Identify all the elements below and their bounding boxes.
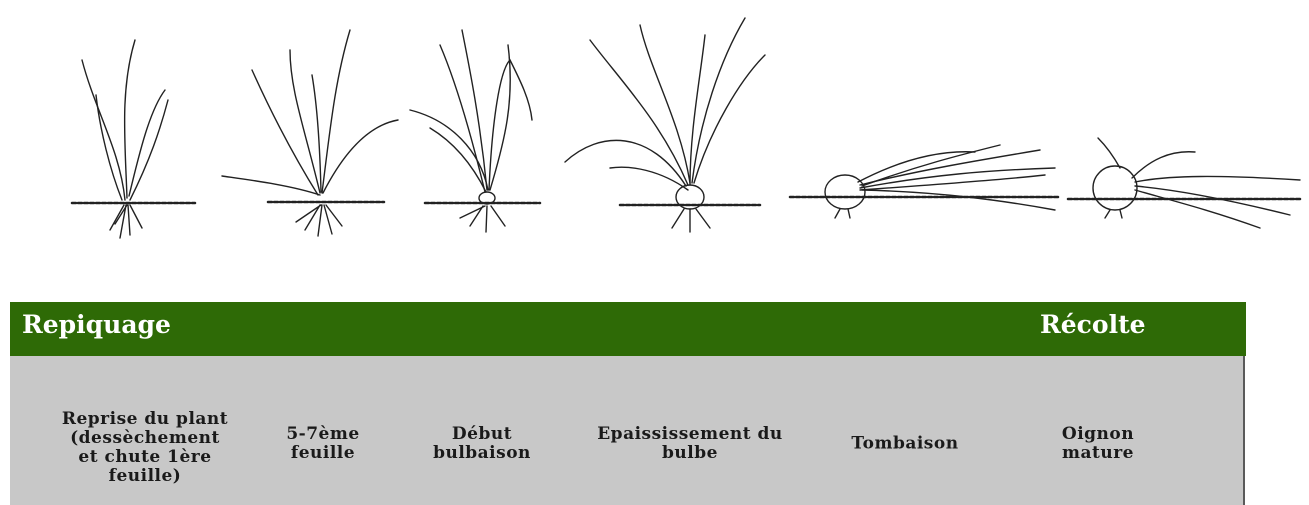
stage-label-debut-bulbaison: Début bulbaison <box>422 425 542 463</box>
onion-growth-illustrations <box>0 0 1309 260</box>
stage-label-5-7-feuille: 5-7ème feuille <box>268 425 378 463</box>
timeline-end-label: Récolte <box>1040 310 1146 339</box>
stage-4-plant-drawing <box>565 18 765 232</box>
stage-6-plant-drawing <box>1068 138 1300 228</box>
stage-2-plant-drawing <box>222 30 398 236</box>
timeline-bar: Repiquage Récolte <box>10 302 1246 356</box>
stage-label-oignon-mature: Oignon mature <box>1043 425 1153 463</box>
stage-1-plant-drawing <box>72 40 195 238</box>
stage-label-epaississement: Epaississement du bulbe <box>575 425 805 463</box>
stage-panel: Reprise du plant (dessèchement et chute … <box>10 356 1245 505</box>
stage-label-tombaison: Tombaison <box>820 435 990 454</box>
stage-3-plant-drawing <box>410 30 540 232</box>
timeline-start-label: Repiquage <box>22 310 171 339</box>
stage-label-reprise: Reprise du plant (dessèchement et chute … <box>58 410 233 486</box>
stage-5-plant-drawing <box>790 145 1060 218</box>
